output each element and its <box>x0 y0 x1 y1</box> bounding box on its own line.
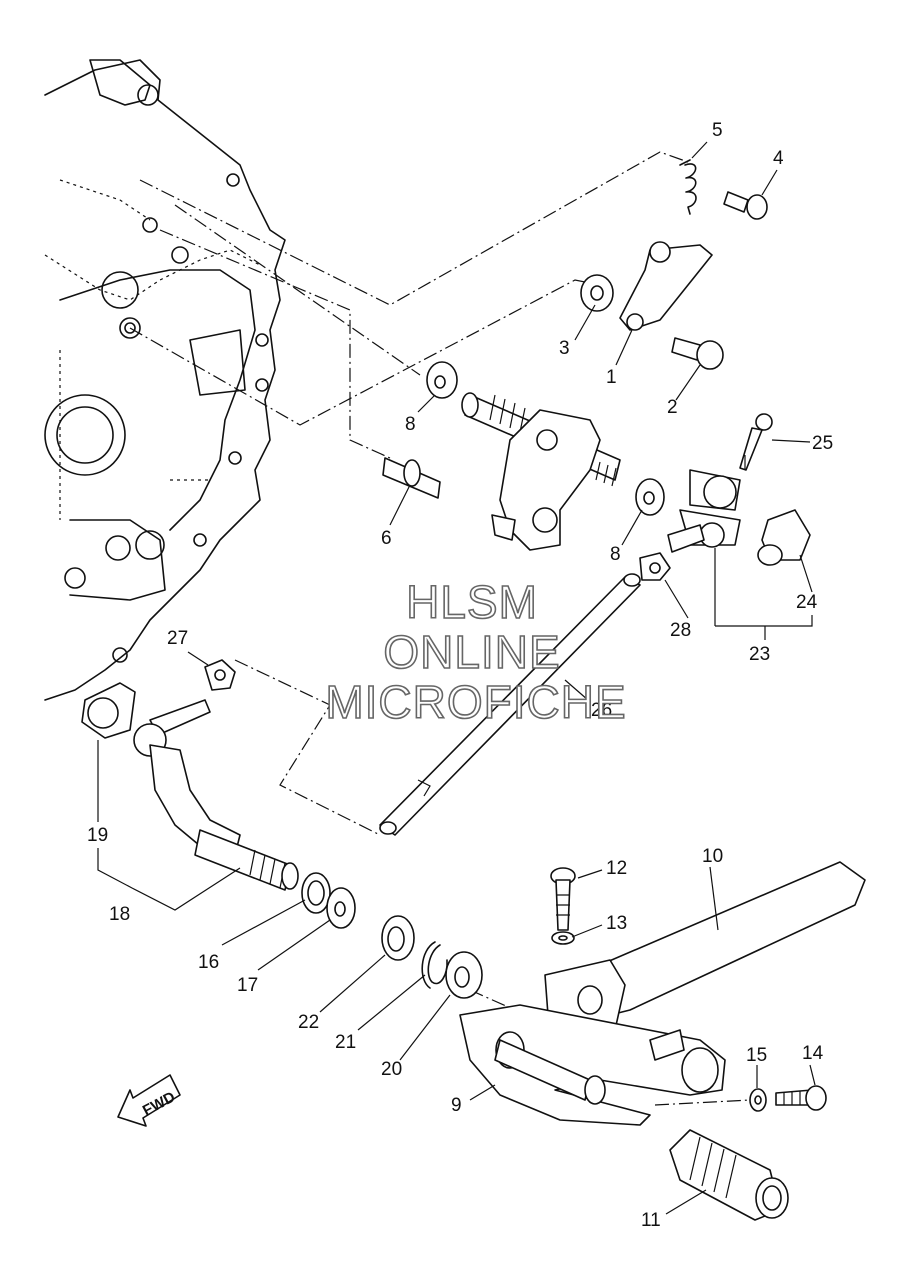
callout-27: 27 <box>167 628 188 649</box>
washer-part-8-lower <box>635 478 665 516</box>
callout-28: 28 <box>670 620 691 641</box>
callout-21: 21 <box>335 1032 356 1053</box>
peg-part-11 <box>669 1129 789 1221</box>
callout-4: 4 <box>773 148 784 169</box>
bolt-part-12 <box>550 867 576 931</box>
bushing-part-22 <box>381 915 415 961</box>
crankcase <box>44 59 286 701</box>
callout-14: 14 <box>802 1043 824 1064</box>
rod-end-part-19 <box>81 682 136 739</box>
callout-22: 22 <box>298 1012 319 1033</box>
fwd-direction-arrow: FWD <box>117 1074 181 1127</box>
shift-arm-part-18 <box>133 699 299 891</box>
lever-part-9 <box>459 1004 726 1126</box>
callout-23: 23 <box>749 644 770 665</box>
stud-part-6 <box>382 457 441 499</box>
callout-24: 24 <box>796 592 818 613</box>
nut-part-28 <box>639 552 671 581</box>
bolt-part-4 <box>723 191 768 220</box>
bushing-part-20 <box>445 951 483 999</box>
callout-16: 16 <box>198 952 219 973</box>
callout-19: 19 <box>87 825 108 846</box>
rod-part-26 <box>379 573 641 836</box>
callout-15: 15 <box>746 1045 767 1066</box>
callout-26: 26 <box>591 700 612 721</box>
callout-25: 25 <box>812 433 833 454</box>
callout-18: 18 <box>109 904 130 925</box>
callout-6: 6 <box>381 528 392 549</box>
callout-3: 3 <box>559 338 570 359</box>
watermark: HLSM ONLINE MICROFICHE <box>325 575 627 729</box>
washer-part-15 <box>749 1088 767 1112</box>
callout-1: 1 <box>606 367 617 388</box>
shift-shaft <box>461 392 621 551</box>
callout-9: 9 <box>451 1095 462 1116</box>
ball-joint-part-24 <box>757 509 811 566</box>
washer-part-13 <box>551 931 575 945</box>
callout-17: 17 <box>237 975 258 996</box>
callout-12: 12 <box>606 858 627 879</box>
callout-11: 11 <box>641 1210 661 1231</box>
lever-part-1 <box>619 241 713 331</box>
watermark-line-1: HLSM <box>406 576 538 628</box>
callout-numbers: 1 2 3 4 5 6 8 8 9 10 11 12 13 14 15 16 1… <box>87 120 833 1231</box>
callout-13: 13 <box>606 913 627 934</box>
leader-lines <box>97 141 816 1215</box>
circlip-part-21 <box>421 941 448 989</box>
shift-pedal-part-10 <box>544 861 866 1041</box>
callout-2: 2 <box>667 397 678 418</box>
watermark-line-3: MICROFICHE <box>325 676 626 728</box>
collar-part-3 <box>580 274 614 312</box>
callout-20: 20 <box>381 1059 402 1080</box>
callout-5: 5 <box>712 120 723 141</box>
callout-10: 10 <box>702 846 723 867</box>
watermark-line-2: ONLINE <box>383 626 560 678</box>
callout-8-lower: 8 <box>610 544 621 565</box>
bolt-part-25 <box>739 413 773 471</box>
bolt-part-2 <box>671 337 724 370</box>
bolt-part-14 <box>775 1085 827 1111</box>
washer-part-8-upper <box>426 361 458 399</box>
callout-8-upper: 8 <box>405 414 416 435</box>
rod-end-part-23 <box>667 469 741 553</box>
spring-part-5 <box>679 159 697 215</box>
nut-part-27 <box>204 659 236 691</box>
washer-part-17 <box>326 887 356 929</box>
circlip-part-16 <box>301 872 331 914</box>
